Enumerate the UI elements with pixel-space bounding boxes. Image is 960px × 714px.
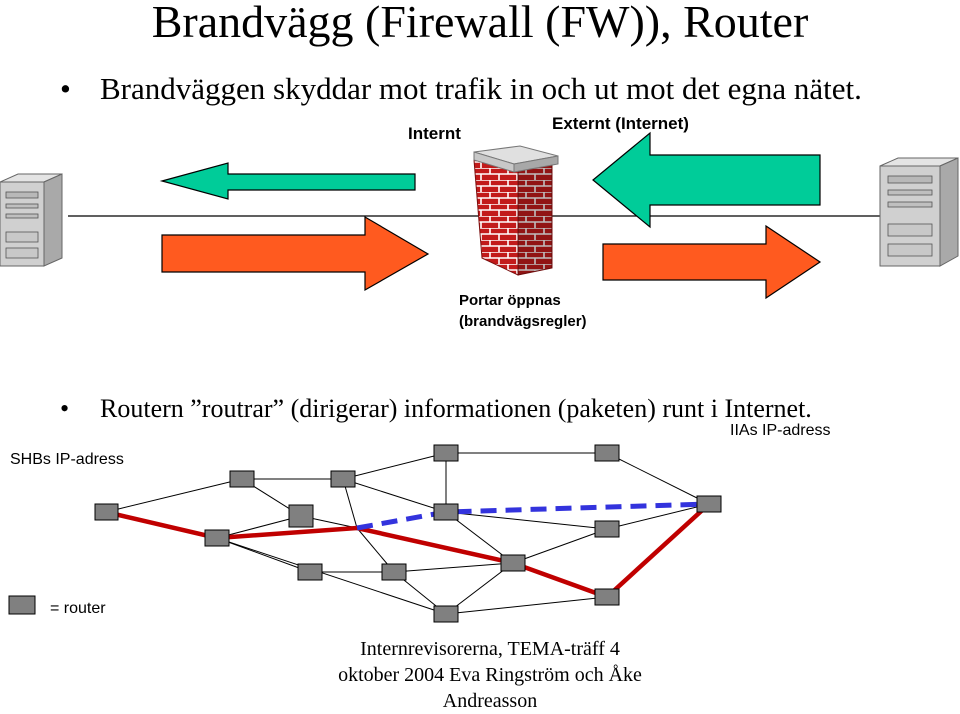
source-ip-label: SHBs IP-adress <box>10 451 124 468</box>
router <box>500 554 526 572</box>
router-legend-swatch <box>8 595 36 615</box>
internal-outbound-arrow-teal <box>159 162 416 200</box>
footer-line2: oktober 2004 Eva Ringström och Åke <box>338 664 642 686</box>
router <box>696 495 722 513</box>
firewall-brick-wall-icon <box>473 145 559 276</box>
footer-line1: Internrevisorerna, TEMA-träff 4 <box>360 638 620 660</box>
router <box>594 444 620 462</box>
internal-server-icon <box>0 173 63 267</box>
external-outbound-arrow-orange <box>602 224 822 300</box>
internal-inbound-arrow-orange <box>161 215 430 292</box>
blue-dashed-path <box>356 501 710 531</box>
ports-label-line2: (brandvägsregler) <box>459 313 587 330</box>
destination-ip-label: IIAs IP-adress <box>730 422 831 439</box>
internal-label: Internt <box>408 124 461 143</box>
router <box>94 503 119 521</box>
footer: Internrevisorerna, TEMA-träff 4 oktober … <box>260 636 720 714</box>
footer-line3: Andreasson <box>442 690 538 712</box>
router <box>330 470 356 488</box>
router <box>594 588 620 606</box>
router-legend-label: = router <box>50 600 106 617</box>
router <box>204 529 230 547</box>
router <box>288 504 314 528</box>
external-label: Externt (Internet) <box>552 114 689 133</box>
router <box>381 563 407 581</box>
bullet-glyph: • <box>60 71 71 106</box>
external-inbound-arrow-teal <box>592 131 821 229</box>
bullet-firewall-text: Brandväggen skyddar mot trafik in och ut… <box>100 71 862 106</box>
router <box>594 520 620 538</box>
router <box>433 503 459 521</box>
slide-title: Brandvägg (Firewall (FW)), Router <box>151 0 809 47</box>
external-server-icon <box>879 157 959 267</box>
ports-label-line1: Portar öppnas <box>459 292 561 309</box>
bullet-glyph: • <box>60 394 70 423</box>
red-route-path <box>105 502 711 600</box>
router <box>433 444 459 462</box>
router <box>229 470 255 488</box>
ports-label: Portar öppnas (brandvägsregler) <box>459 290 587 332</box>
bullet-router-text: Routern ”routrar” (dirigerar) informatio… <box>100 394 812 423</box>
network-links <box>105 452 710 615</box>
router <box>297 563 323 581</box>
router <box>433 605 459 623</box>
